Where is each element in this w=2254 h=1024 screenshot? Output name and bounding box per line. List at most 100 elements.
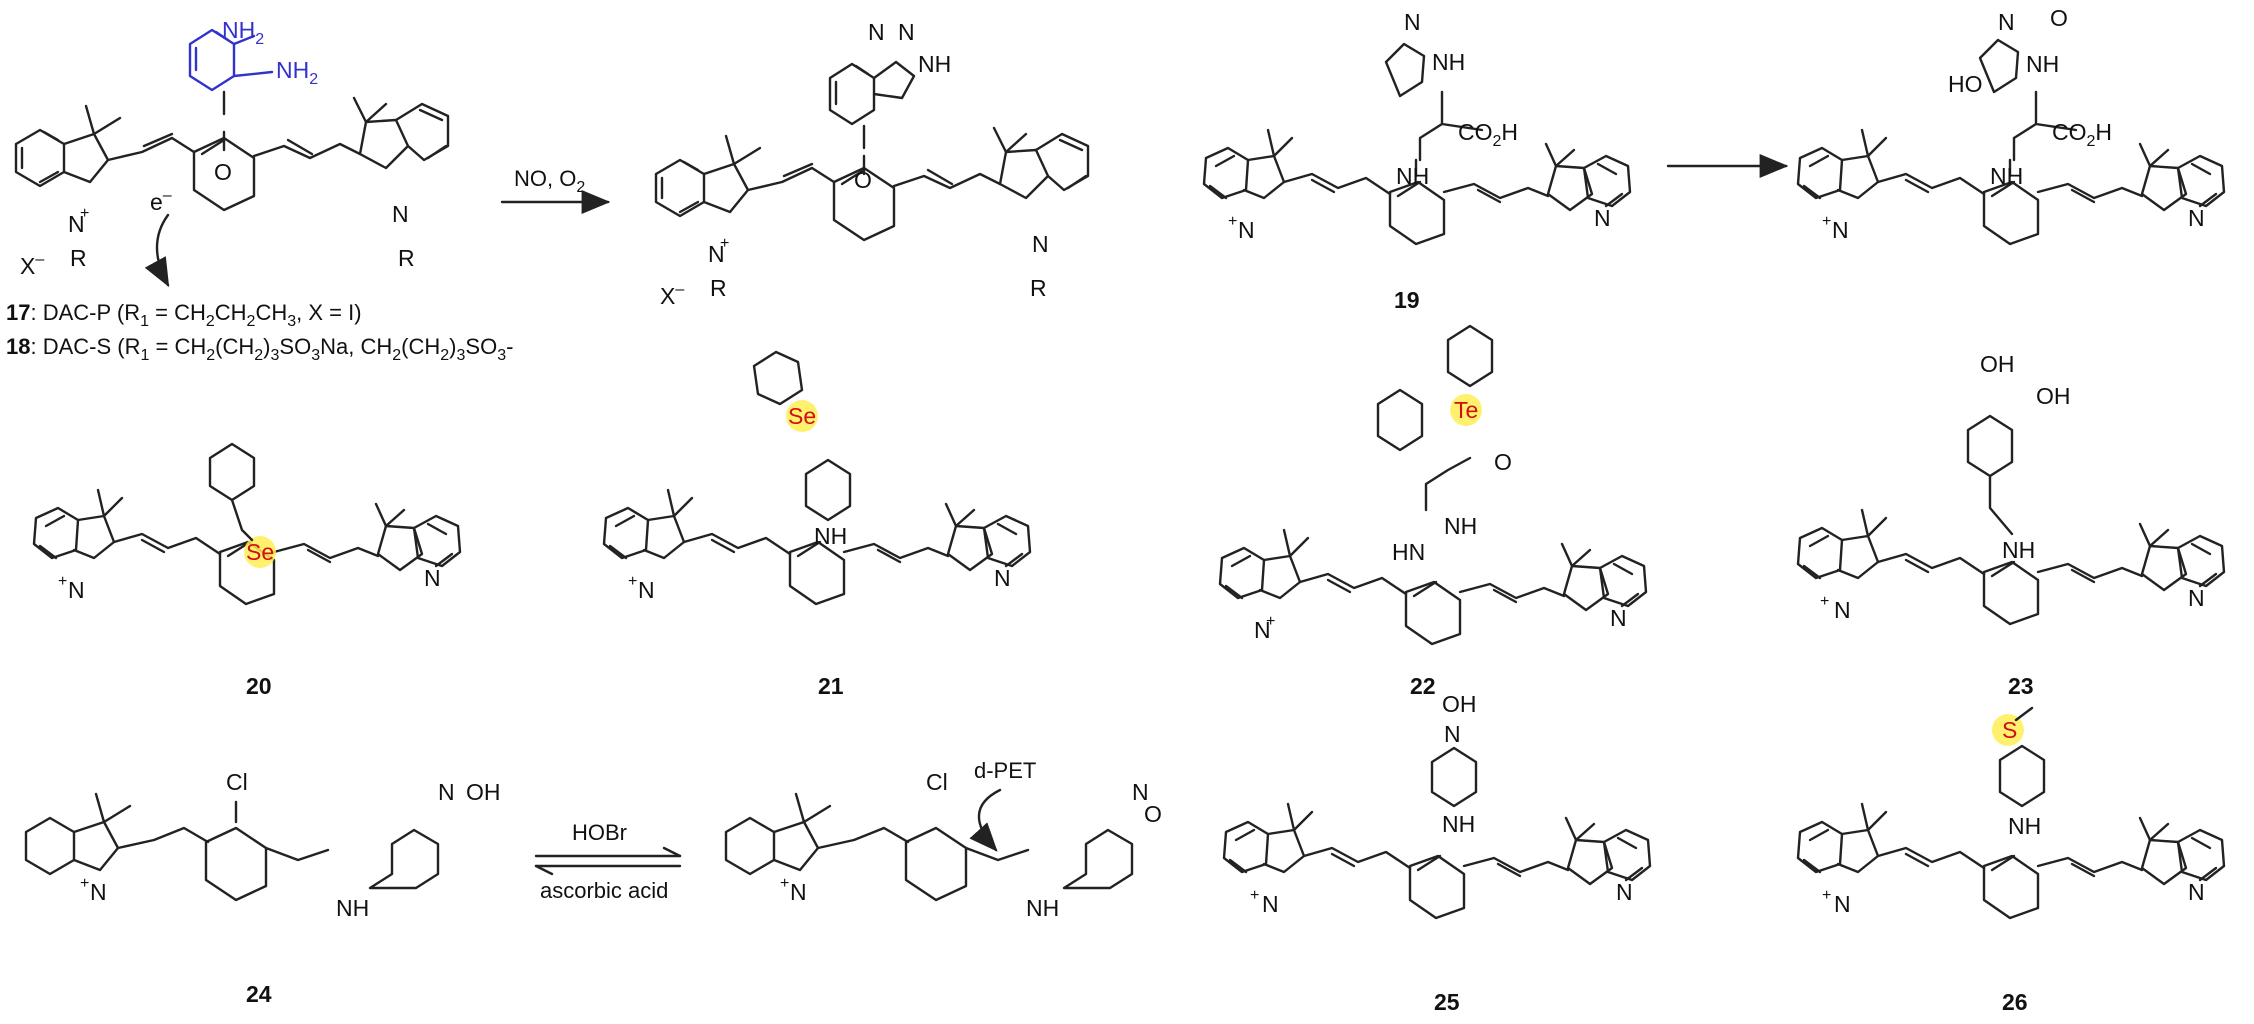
r-group: R [1030, 275, 1047, 301]
charge-label: + [80, 205, 89, 222]
hydroxyl-label: OH [1442, 691, 1477, 717]
carboxyl-label: CO2H [1458, 119, 1518, 150]
charge-label: + [1250, 887, 1259, 904]
compound-17-18: O NH2 NH2 e– N + R X– N R 17: DAC-P (R1 … [6, 17, 513, 364]
hydroxyl-label: OH [466, 779, 501, 805]
nitrogen-atom: N [424, 565, 441, 591]
chlorine-atom: Cl [926, 769, 948, 795]
arrow-reagent-label: HOBr [572, 820, 627, 845]
charge-label: + [1228, 213, 1237, 230]
tellurium-highlight [1450, 394, 1482, 426]
piperidine-n: N [1444, 721, 1461, 747]
compound-label-19: 19 [1394, 287, 1420, 313]
oxygen-atom: O [214, 159, 232, 185]
charge-label: + [1266, 613, 1275, 630]
carbonyl-o: O [1494, 449, 1512, 475]
hydroxyl-label: OH [2036, 383, 2071, 409]
charge-label: + [1822, 213, 1831, 230]
compound-24-oxidized: Cl NH N O d-PET N + [724, 758, 1162, 921]
reaction-arrow-no-o2: NO, O2 [500, 166, 611, 214]
carbonyl-o: O [2050, 5, 2068, 31]
imidazole-nh: NH [1432, 49, 1465, 75]
charge-label: + [1822, 887, 1831, 904]
piperidine-n: N [438, 779, 455, 805]
nitrogen-atom: N [90, 879, 107, 905]
counterion: X– [20, 251, 44, 279]
amine-nh: NH [1990, 163, 2023, 189]
nitrogen-atom: N [1834, 597, 1851, 623]
nitrogen-atom: N [68, 211, 85, 237]
charge-label: + [80, 875, 89, 892]
triazole-nh: NH [918, 51, 951, 77]
tellurium-atom: Te [1454, 397, 1478, 423]
amine-nh: NH [1026, 895, 1059, 921]
compound-label-25: 25 [1434, 989, 1460, 1015]
compound-label-26: 26 [2002, 989, 2028, 1015]
caption-17: 17: DAC-P (R1 = CH2CH2CH3, X = I) [6, 300, 362, 330]
amine-nh: NH [2002, 537, 2035, 563]
equilibrium-arrows: HOBr ascorbic acid [534, 820, 682, 903]
compound-25: N + N NH N OH 25 [1222, 691, 1652, 1015]
nitrogen-atom: N [638, 577, 655, 603]
charge-label: + [780, 875, 789, 892]
charge-label: + [58, 573, 67, 590]
compound-label-24: 24 [246, 981, 272, 1007]
compound-23: N + N NH OH OH 23 [1796, 351, 2226, 699]
nitrogen-atom: N [1832, 217, 1849, 243]
nitrogen-atom: N [790, 879, 807, 905]
charge-label: + [720, 235, 729, 252]
compound-17-product: O N N NH N + R X– N R [654, 19, 1090, 309]
sulfur-highlight [1992, 714, 2024, 746]
oxygen-atom: O [854, 167, 872, 193]
charge-label: + [1820, 593, 1829, 610]
compound-19-product: N + N NH CO2H HO N NH O [1796, 5, 2226, 246]
hydroxyl-label: HO [1948, 71, 1983, 97]
compound-22: N + N HN NH O Te 22 [1218, 324, 1648, 699]
nitrogen-atom: N [1610, 605, 1627, 631]
caption-18: 18: DAC-S (R1 = CH2(CH2)3SO3Na, CH2(CH2)… [6, 334, 513, 364]
nitrogen-atom: N [1262, 891, 1279, 917]
selenium-highlight [786, 400, 818, 432]
hydrazide-nh: NH [1444, 513, 1477, 539]
arrow-reagent-label: NO, O2 [514, 166, 585, 196]
nitrogen-atom: N [68, 577, 85, 603]
nitrogen-atom: N [2188, 879, 2205, 905]
imidazolone-n: N [1998, 9, 2015, 35]
nitrogen-atom: N [1032, 231, 1049, 257]
compound-label-23: 23 [2008, 673, 2034, 699]
arrow-reagent-label: ascorbic acid [540, 878, 668, 903]
nitrogen-atom: N [2188, 585, 2205, 611]
compound-24: Cl NH N OH N + 24 [24, 769, 501, 1007]
selenium-highlight [244, 536, 276, 568]
nitrogen-atom: N [708, 241, 725, 267]
compound-26: N + N NH S 26 [1796, 706, 2226, 1015]
amine-nh: NH [814, 523, 847, 549]
nitrogen-atom: N [1238, 217, 1255, 243]
nitrogen-atom: N [1594, 205, 1611, 231]
amine-label: NH2 [222, 17, 264, 48]
hydroxyl-label: OH [1980, 351, 2015, 377]
sulfur-atom: S [2002, 717, 2017, 743]
compound-20: N + N Se 20 [32, 442, 462, 699]
r-group: R [70, 245, 87, 271]
amine-nh: NH [1396, 163, 1429, 189]
compound-19: N + N NH CO2H N NH 19 [1202, 9, 1632, 313]
compound-21: N + N NH Se 21 [602, 350, 1032, 699]
selenium-atom: Se [788, 403, 816, 429]
selenium-atom: Se [246, 539, 274, 565]
carboxyl-label: CO2H [2052, 119, 2112, 150]
nitrogen-atom: N [2188, 205, 2205, 231]
piperidine-n: N [1132, 779, 1149, 805]
electron-label: e– [150, 187, 172, 215]
chlorine-atom: Cl [226, 769, 248, 795]
hydrazide-hn: HN [1392, 539, 1425, 565]
amine-nh: NH [336, 895, 369, 921]
amine-nh: NH [2008, 813, 2041, 839]
imidazole-n: N [1404, 9, 1421, 35]
nitrogen-atom: N [392, 201, 409, 227]
charge-label: + [628, 573, 637, 590]
triazole-n: N [898, 19, 915, 45]
compound-label-20: 20 [246, 673, 272, 699]
imidazolone-nh: NH [2026, 51, 2059, 77]
